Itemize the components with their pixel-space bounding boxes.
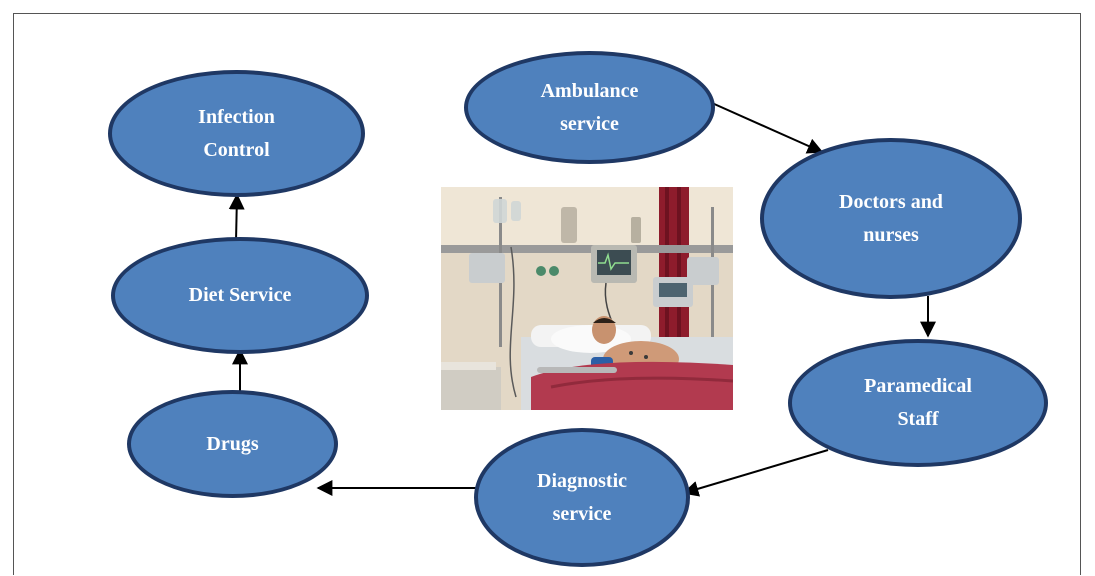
node-doctors-and-nurses: Doctors and nurses (760, 138, 1022, 299)
node-diet-service: Diet Service (111, 237, 369, 354)
arrow-diet-to-infection (228, 193, 245, 242)
icu-patient-photo (441, 187, 733, 410)
diagram-frame (13, 13, 1081, 575)
arrow-ambulance-to-doctors (711, 102, 824, 154)
node-paramedical-staff: Paramedical Staff (788, 339, 1048, 467)
arrow-paramedical-to-diagnostic (682, 449, 829, 497)
node-ambulance-service: Ambulance service (464, 51, 715, 164)
node-diagnostic-service: Diagnostic service (474, 428, 690, 567)
node-drugs: Drugs (127, 390, 338, 498)
node-infection-control: Infection Control (108, 70, 365, 197)
